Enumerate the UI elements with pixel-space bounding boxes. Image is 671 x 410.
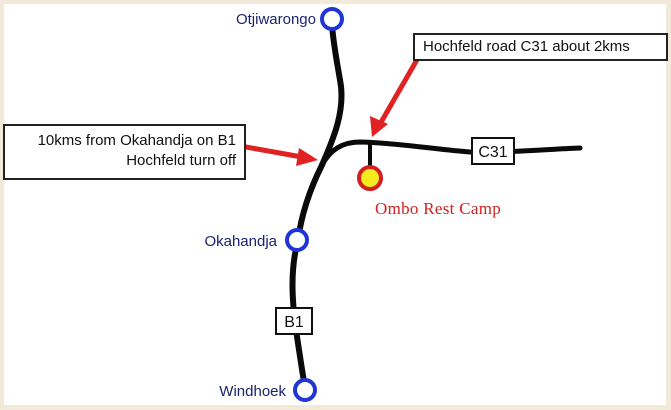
town-marker-icon <box>285 228 309 252</box>
callout-turn-off: 10kms from Okahandja on B1 Hochfeld turn… <box>3 124 246 180</box>
road-b1-north <box>319 21 345 168</box>
town-label: Okahandja <box>204 233 277 250</box>
town-label: Windhoek <box>219 383 286 400</box>
town-otjiwarongo: Otjiwarongo <box>236 7 344 31</box>
rest-camp: Ombo Rest Camp <box>357 165 501 218</box>
callout-hochfeld-text: Hochfeld road C31 about 2kms <box>423 38 630 55</box>
road-shield-c31: C31 <box>471 137 515 165</box>
road-shield-b1: B1 <box>275 307 313 335</box>
callout-turn-off-line1: 10kms from Okahandja on B1 <box>37 132 236 149</box>
red-arrow-icon <box>243 144 318 166</box>
road-c31 <box>319 139 583 168</box>
town-okahandja: Okahandja <box>204 228 309 252</box>
map-paper <box>4 4 666 405</box>
callout-turn-off-line2: Hochfeld turn off <box>126 152 236 169</box>
callout-hochfeld-road: Hochfeld road C31 about 2kms <box>413 33 668 61</box>
town-windhoek: Windhoek <box>219 378 317 402</box>
red-arrow-icon <box>370 55 421 137</box>
town-marker-icon <box>320 7 344 31</box>
town-label: Otjiwarongo <box>236 11 316 28</box>
road-shield-label: B1 <box>284 314 304 331</box>
arrows <box>243 55 421 166</box>
camp-marker-icon <box>357 165 383 191</box>
camp-label: Ombo Rest Camp <box>375 199 501 218</box>
road-b1-south <box>295 162 325 243</box>
road-shield-label: C31 <box>478 144 507 161</box>
town-marker-icon <box>293 378 317 402</box>
